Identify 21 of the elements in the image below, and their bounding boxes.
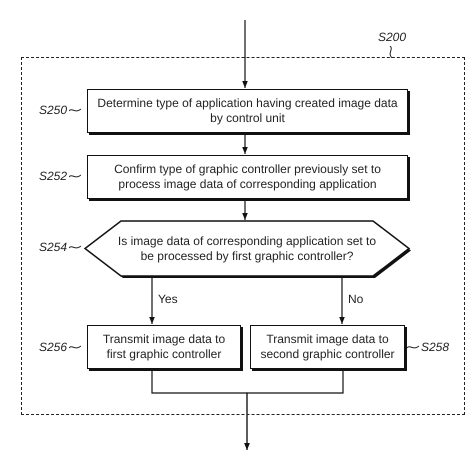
process-box <box>87 325 241 369</box>
step-text: Determine type of application having created image data by control unit <box>96 96 399 126</box>
arrow <box>244 368 344 450</box>
step-group-border <box>21 57 465 415</box>
step-label: S254 <box>39 240 68 254</box>
step-label: S252 <box>39 169 68 183</box>
step-text: Transmit image data to first graphic controller <box>102 332 226 362</box>
step-text: Transmit image data to second graphic controller <box>259 332 396 362</box>
step-label: S256 <box>39 340 68 354</box>
arrow <box>242 20 248 88</box>
process-box <box>87 89 408 133</box>
step-label: S258 <box>421 340 450 354</box>
process-box <box>87 155 408 199</box>
edge-label: Yes <box>157 292 179 306</box>
edge-label: No <box>347 292 364 306</box>
process-box <box>250 325 405 369</box>
step-label: S250 <box>39 103 68 117</box>
step-text: Confirm type of graphic controller previously set to process image data of corresponding application <box>113 162 382 192</box>
decision-hexagon <box>85 221 409 276</box>
step-text: Is image data of corresponding application set to be processed by first graphic controller? <box>116 234 378 264</box>
step-label: S200 <box>378 30 406 44</box>
